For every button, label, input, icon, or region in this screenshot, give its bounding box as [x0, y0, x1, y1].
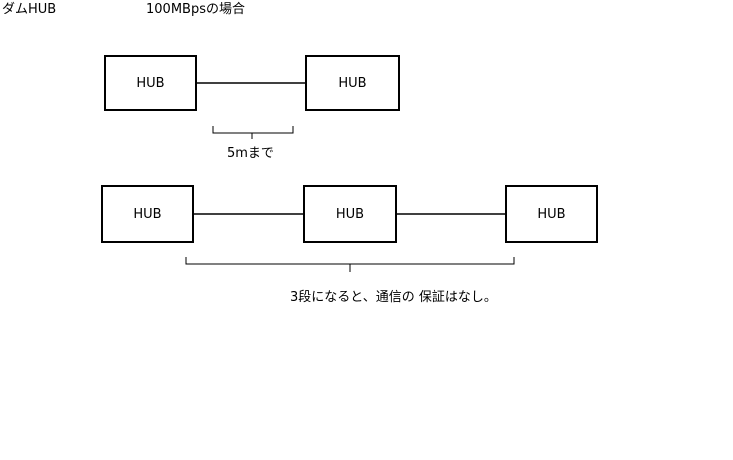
hub-label: HUB [335, 206, 365, 222]
top-brace [212, 126, 294, 139]
hub-label: HUB [537, 206, 566, 222]
title-100mbps: 100MBpsの場合 [146, 2, 245, 17]
title-dumb-hub: ダムHUB [2, 2, 57, 17]
hub-label: HUB [338, 75, 367, 91]
hub-label: HUB [136, 75, 165, 91]
hub-box-top-1: HUB [104, 55, 197, 111]
hub-box-bottom-3: HUB [505, 185, 598, 243]
hub-box-bottom-1: HUB [101, 185, 194, 243]
hub-label: HUB [133, 206, 162, 222]
hub-box-bottom-2: HUB [303, 185, 397, 243]
distance-note: 5mまで [227, 146, 274, 161]
cascade-note: 3段になると、通信の 保証はなし。 [290, 290, 497, 305]
bottom-brace [185, 257, 515, 272]
hub-box-top-2: HUB [305, 55, 400, 111]
